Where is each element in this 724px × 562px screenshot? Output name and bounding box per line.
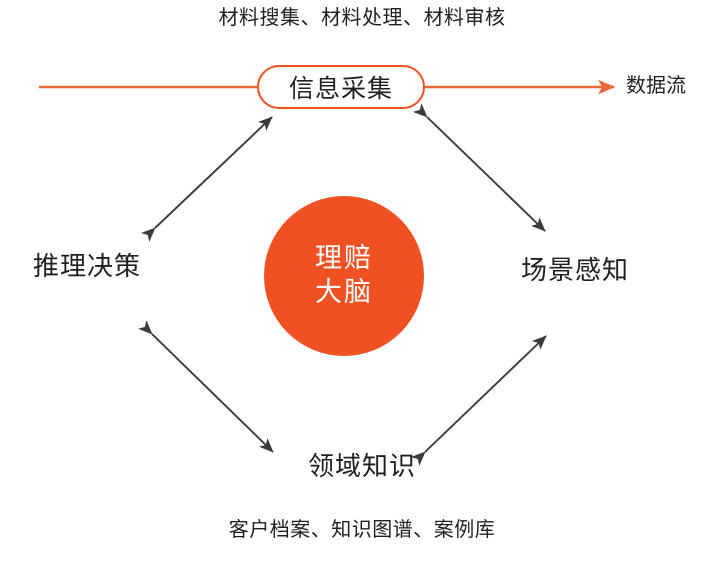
center-node-label-line1: 理赔 bbox=[315, 243, 373, 274]
connector-lower-right bbox=[410, 335, 547, 466]
node-domain-knowledge[interactable]: 领域知识 bbox=[307, 451, 416, 481]
node-scene-perception[interactable]: 场景感知 bbox=[521, 255, 630, 285]
node-information-collection-label: 信息采集 bbox=[288, 75, 393, 103]
center-node-label-line2: 大脑 bbox=[315, 277, 373, 307]
node-information-collection[interactable]: 信息采集 bbox=[257, 65, 425, 109]
bottom-caption: 客户档案、知识图谱、案例库 bbox=[228, 519, 496, 541]
connector-upper-left bbox=[140, 116, 273, 242]
connector-upper-right bbox=[412, 103, 546, 232]
top-caption: 材料搜集、材料处理、材料审核 bbox=[218, 7, 506, 29]
node-reasoning-decision[interactable]: 推理决策 bbox=[33, 251, 142, 281]
connector-lower-left bbox=[137, 320, 274, 453]
data-flow-label: 数据流 bbox=[626, 75, 686, 97]
center-node-claims-brain[interactable]: 理赔 大脑 bbox=[264, 196, 424, 356]
